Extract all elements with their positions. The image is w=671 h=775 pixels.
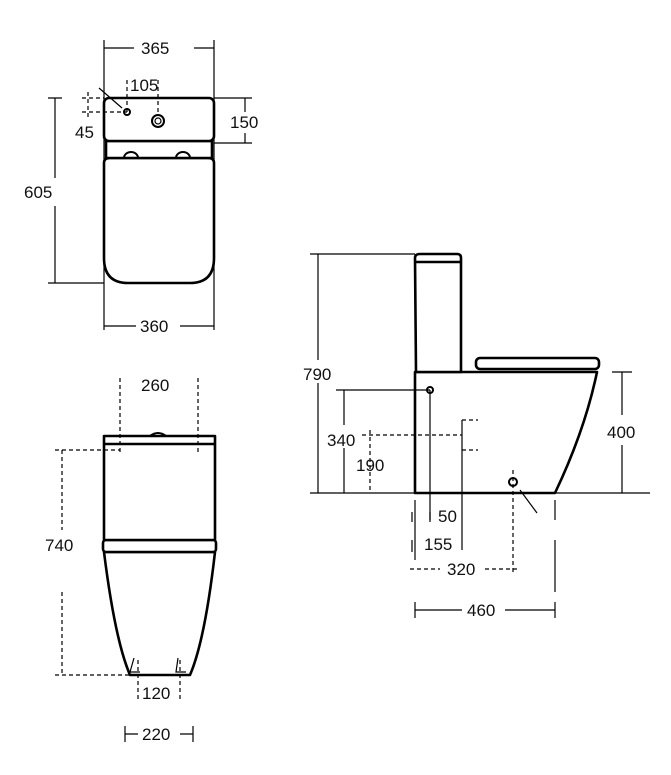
dim-label-340: 340	[327, 431, 355, 450]
flush-button-icon	[151, 114, 165, 128]
dim-365	[103, 40, 215, 330]
front-dims	[55, 378, 199, 700]
plan-view: 365 105 45 150 605 360	[24, 39, 258, 336]
dim-label-45: 45	[75, 123, 94, 142]
pan-side	[413, 370, 599, 495]
hinge-area	[104, 139, 214, 160]
dim-label-50: 50	[438, 507, 457, 526]
cistern-top	[102, 96, 216, 143]
cistern-front	[102, 434, 217, 542]
dim-label-740: 740	[45, 536, 73, 555]
dim-label-320: 320	[447, 560, 475, 579]
front-view: 260 740 120 220	[45, 376, 218, 744]
dim-label-150: 150	[230, 113, 258, 132]
dim-label-460: 460	[467, 601, 495, 620]
outlet-arrow	[519, 489, 538, 514]
seat-front	[101, 538, 218, 554]
flush-button-inner	[154, 117, 162, 125]
side-dims	[310, 253, 650, 592]
dim-label-190: 190	[356, 456, 384, 475]
hinges	[123, 151, 191, 159]
dim-label-605: 605	[24, 183, 52, 202]
inlet-arrow	[98, 87, 123, 109]
side-dashed-dims	[362, 419, 518, 575]
cistern-side	[413, 252, 463, 374]
pan-front	[102, 550, 217, 677]
dim-460	[411, 512, 556, 618]
dim-label-220: 220	[142, 725, 170, 744]
side-view: 790 400 340 190 50 155 320 460	[303, 252, 650, 620]
dim-label-105: 105	[130, 76, 158, 95]
dim-label-365: 365	[141, 39, 169, 58]
dim-605	[48, 97, 104, 284]
dim-150	[214, 97, 252, 144]
dim-label-400: 400	[607, 423, 635, 442]
dim-label-790: 790	[303, 365, 331, 384]
dim-label-120: 120	[142, 684, 170, 703]
seat-lid	[102, 156, 216, 285]
floor-fixings	[129, 657, 186, 673]
dim-220	[124, 726, 194, 742]
dim-label-360: 360	[140, 317, 168, 336]
dim-label-155: 155	[424, 535, 452, 554]
seat-side	[474, 356, 601, 371]
button-front	[149, 432, 167, 437]
dim-label-260: 260	[141, 376, 169, 395]
